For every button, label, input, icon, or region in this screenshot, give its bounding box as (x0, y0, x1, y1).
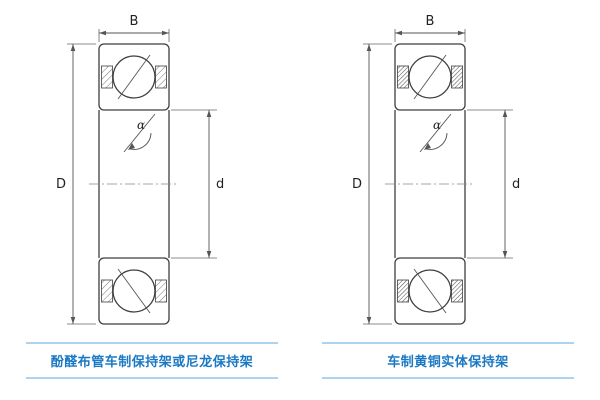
cage-section (155, 279, 167, 303)
width-dimension: B (98, 14, 170, 42)
figure-phenolic-nylon-cage: B (26, 10, 278, 379)
dim-label-B: B (426, 14, 435, 29)
contact-line (117, 54, 151, 100)
bore-diameter-dimension: d (467, 109, 520, 259)
dim-label-D: D (352, 177, 362, 192)
cage-section (397, 279, 409, 303)
dim-label-B: B (130, 14, 139, 29)
ball (408, 55, 452, 99)
width-dimension: B (394, 14, 466, 42)
bearing-cross-section-diagram: B (56, 14, 224, 325)
dim-label-D: D (56, 177, 66, 192)
top-ball-and-cage (101, 54, 167, 100)
dim-label-d: d (216, 177, 224, 192)
contact-angle-annotation: α (419, 113, 452, 153)
figures-row: B (26, 10, 574, 379)
cage-section (155, 65, 167, 89)
ball (408, 269, 452, 313)
bottom-ball-and-cage (397, 268, 463, 314)
contact-line (117, 268, 151, 314)
outer-diameter-dimension: D (56, 43, 96, 325)
outer-diameter-dimension: D (352, 43, 392, 325)
angle-label: α (433, 118, 441, 132)
top-ball-and-cage (397, 54, 463, 100)
contact-line (413, 268, 447, 314)
caption-phenolic-nylon-cage: 酚醛布管车制保持架或尼龙保持架 (26, 342, 278, 379)
ball (112, 55, 156, 99)
cage-section (101, 65, 113, 89)
contact-angle-annotation: α (123, 113, 156, 153)
figure-brass-cage: B (322, 10, 574, 379)
cage-section (451, 65, 463, 89)
bore-diameter-dimension: d (171, 109, 224, 259)
caption-brass-cage: 车制黄铜实体保持架 (322, 342, 574, 379)
bottom-ball-and-cage (101, 268, 167, 314)
cage-section (397, 65, 409, 89)
bearing-cross-section-diagram: B (352, 14, 520, 325)
cage-section (101, 279, 113, 303)
ball (112, 269, 156, 313)
contact-line (413, 54, 447, 100)
dim-label-d: d (512, 177, 520, 192)
cage-section (451, 279, 463, 303)
angle-label: α (137, 118, 145, 132)
